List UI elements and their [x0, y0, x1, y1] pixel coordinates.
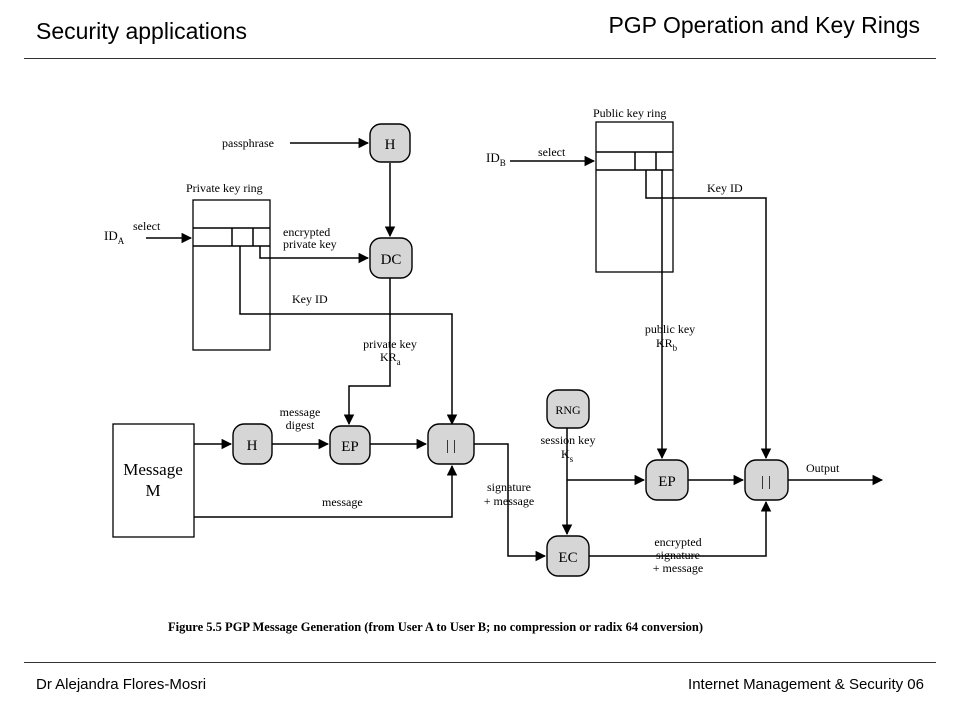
svg-text:RNG: RNG — [555, 403, 581, 417]
node-concat-output: | | — [744, 459, 789, 501]
svg-text:EC: EC — [558, 550, 577, 566]
key-id-a-label: Key ID — [292, 292, 328, 306]
public-key-ring: Public key ring — [593, 106, 674, 273]
message-digest-label-2: digest — [286, 418, 315, 432]
message-box-symbol: M — [145, 481, 160, 500]
message-box-rect — [112, 423, 195, 538]
encrypted-private-key-to-dc — [259, 246, 370, 264]
encrypted-signature-label-2: signature — [656, 548, 700, 562]
private-key-ring-label: Private key ring — [186, 181, 263, 195]
output-label: Output — [806, 461, 840, 475]
message-box-label: Message — [123, 460, 182, 479]
node-ec: EC — [546, 535, 590, 577]
signature-to-ec — [474, 443, 547, 562]
private-key-label-1: private key — [363, 337, 417, 351]
edge-labels: passphrase IDA select encrypted private … — [104, 136, 840, 575]
svg-text:EP: EP — [658, 474, 676, 490]
node-ep-sign: EP — [329, 425, 371, 465]
encrypted-private-key-label-1: encrypted — [283, 225, 330, 239]
node-ep-encrypt: EP — [645, 459, 689, 501]
key-id-b-label: Key ID — [707, 181, 743, 195]
footer-author: Dr Alejandra Flores-Mosri — [36, 676, 207, 693]
message-digest-label-1: message — [280, 405, 321, 419]
encrypted-private-key-label-2: private key — [283, 237, 337, 251]
node-dc: DC — [369, 237, 413, 279]
encrypted-signature-label-1: encrypted — [654, 535, 701, 549]
public-key-ring-box — [595, 121, 674, 273]
private-key-ring-box — [192, 199, 271, 351]
figure-caption: Figure 5.5 PGP Message Generation (from … — [168, 620, 703, 634]
public-key-label-1: public key — [645, 322, 695, 336]
message-flow-label: message — [322, 495, 363, 509]
svg-text:EP: EP — [341, 439, 359, 455]
node-h-message: H — [232, 423, 273, 465]
svg-text:| |: | | — [446, 438, 456, 454]
footer-course: Internet Management & Security 06 — [688, 676, 924, 693]
private-key-to-ep — [343, 278, 391, 426]
footer-divider — [24, 662, 936, 663]
slide-title: PGP Operation and Key Rings — [608, 12, 920, 38]
private-key-label-2: KRa — [380, 350, 401, 367]
passphrase-label: passphrase — [222, 136, 274, 150]
id-b-label: IDB — [486, 150, 506, 168]
connections — [146, 137, 884, 562]
signature-message-label-1: signature — [487, 480, 531, 494]
id-a-label: IDA — [104, 228, 125, 246]
svg-text:DC: DC — [381, 252, 402, 268]
select-a-label: select — [133, 219, 161, 233]
encrypted-signature-label-3: + message — [653, 561, 703, 575]
node-rng: RNG — [546, 389, 590, 429]
message-to-concat — [194, 464, 458, 518]
key-id-b-to-concat — [645, 170, 772, 460]
session-key-label-1: session key — [541, 433, 596, 447]
signature-message-label-2: + message — [484, 494, 534, 508]
svg-text:H: H — [385, 137, 396, 153]
private-key-ring: Private key ring — [186, 181, 271, 351]
header-divider — [24, 58, 936, 59]
key-id-a-to-concat — [239, 246, 458, 426]
public-key-label-2: KRb — [656, 336, 678, 353]
public-key-ring-label: Public key ring — [593, 106, 666, 120]
section-title: Security applications — [36, 18, 247, 44]
select-b-label: select — [538, 145, 566, 159]
session-key-label-2: Ks — [561, 447, 574, 464]
node-h-passphrase: H — [369, 123, 411, 163]
ec-to-concat-b — [589, 500, 772, 557]
svg-text:| |: | | — [761, 474, 771, 490]
message-box: Message M — [112, 423, 195, 538]
svg-text:H: H — [247, 438, 258, 454]
node-concat-signature: | | — [427, 423, 475, 465]
